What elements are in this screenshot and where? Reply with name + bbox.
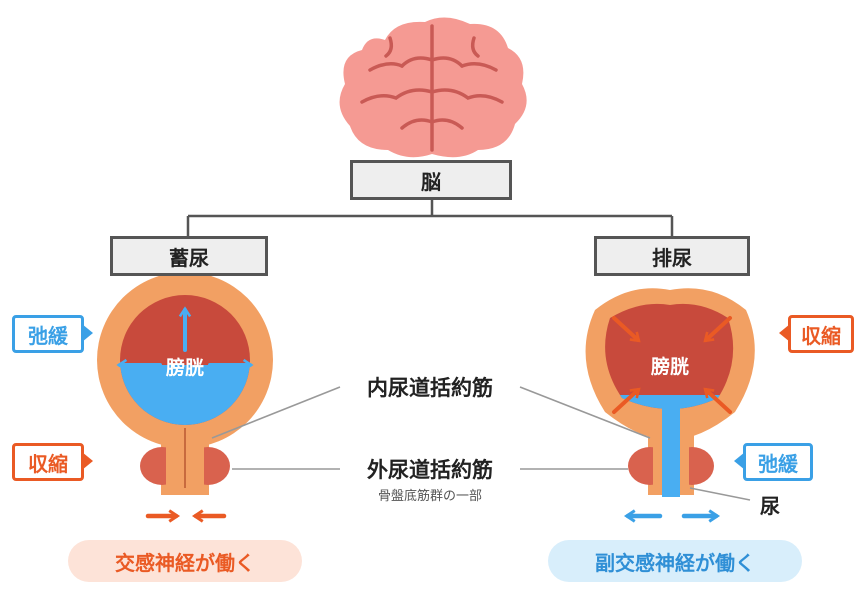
voiding-relax-tag: 弛緩: [743, 443, 813, 481]
brain-label: 脳: [421, 169, 441, 194]
storage-relax-tag: 弛緩: [12, 315, 84, 353]
storage-title: 蓄尿: [169, 245, 209, 270]
storage-contract-tag: 収縮: [12, 443, 84, 481]
parasympathetic-nerve-pill: 副交感神経が働く: [548, 540, 802, 582]
bladder-voiding: [585, 288, 755, 523]
voiding-contract-tag: 収縮: [788, 315, 854, 353]
brain-icon: [339, 17, 527, 158]
tag-pointers: [82, 324, 790, 470]
external-sphincter-label: 外尿道括約筋: [367, 458, 493, 482]
sympathetic-nerve-pill: 交感神経が働く: [68, 540, 302, 582]
urine-label: 尿: [760, 493, 780, 518]
storage-bladder-label: 膀胱: [165, 356, 204, 379]
brain-box: 脳: [350, 160, 512, 200]
connector-lines: [186, 198, 674, 236]
external-sphincter-note: 骨盤底筋群の一部: [377, 488, 482, 504]
voiding-title: 排尿: [652, 245, 692, 270]
callout-lines: [211, 386, 751, 501]
bladder-storage: [97, 272, 273, 523]
storage-box: 蓄尿: [110, 236, 268, 276]
voiding-bladder-label: 膀胱: [650, 355, 689, 378]
voiding-box: 排尿: [594, 236, 750, 276]
internal-sphincter-label: 内尿道括約筋: [367, 376, 493, 400]
